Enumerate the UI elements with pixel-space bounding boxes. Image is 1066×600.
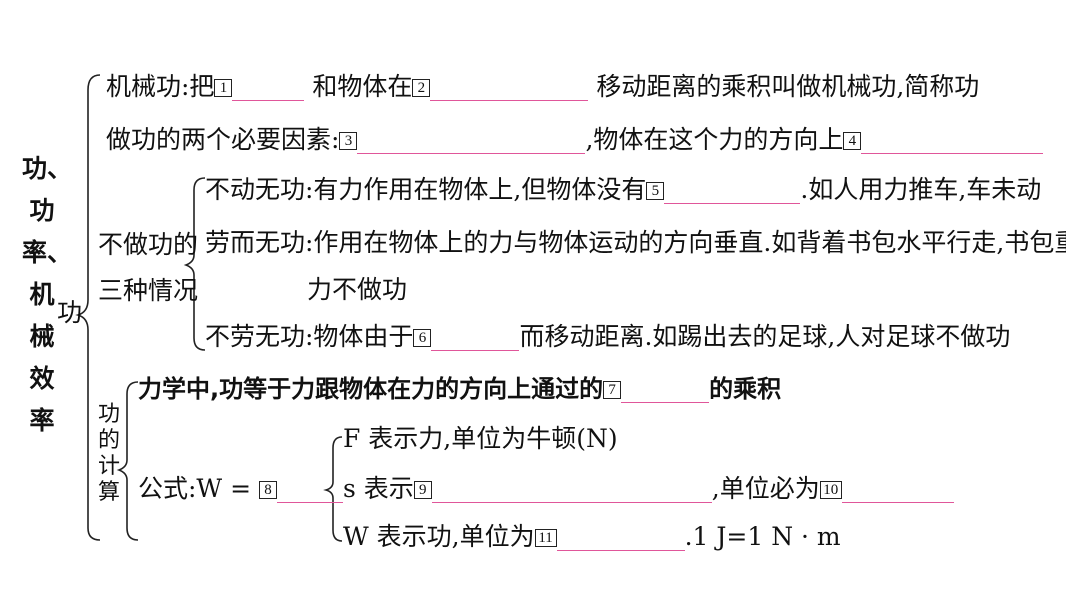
main-brace [75,74,101,541]
blank-number: 1 [214,79,233,97]
vertical-title: 功、 功 率、 机 械 效 率 [22,148,73,442]
blank-number: 7 [603,381,622,399]
title-char: 功、 [22,154,73,183]
answer-blank[interactable] [556,528,685,551]
answer-blank[interactable] [276,480,343,503]
answer-blank[interactable] [621,380,710,403]
no-work-brace [183,177,206,351]
answer-blank[interactable] [430,78,589,101]
calc-label: 功 的 计 算 [97,402,120,505]
title-char: 率、 [22,238,73,267]
title-char: 械 [29,322,55,351]
no-work-label-1: 不做功的 [98,230,199,259]
answer-blank[interactable] [664,181,801,204]
no-work-case-2: 劳而无功:作用在物体上的力与物体运动的方向垂直.如背着书包水平行走,书包重 [205,228,1066,257]
title-char: 率 [29,406,55,435]
no-work-case-2-cont: 力不做功 [307,275,408,304]
answer-blank[interactable] [431,328,520,351]
blank-number: 2 [412,79,431,97]
calc-brace [116,381,139,541]
blank-number: 8 [258,481,277,499]
formula-line: 公式:W = 8 [138,474,343,504]
answer-blank[interactable] [841,480,954,503]
blank-number: 6 [413,329,432,347]
blank-number: 3 [339,132,358,150]
blank-number: 9 [413,481,432,499]
answer-blank[interactable] [861,131,1044,154]
blank-number: 11 [534,529,557,547]
gong-label: 功 [57,298,83,327]
no-work-label-2: 三种情况 [98,276,199,305]
answer-blank[interactable] [357,131,586,154]
formula-brace [323,436,343,542]
title-char: 机 [29,280,55,309]
title-char: 效 [29,364,55,393]
blank-number: 10 [819,481,842,499]
blank-number: 5 [646,182,665,200]
answer-blank[interactable] [232,78,305,101]
blank-number: 4 [843,132,862,150]
answer-blank[interactable] [431,480,712,503]
f-line: F 表示力,单位为牛顿(N) [343,424,618,453]
title-char: 功 [29,196,55,225]
